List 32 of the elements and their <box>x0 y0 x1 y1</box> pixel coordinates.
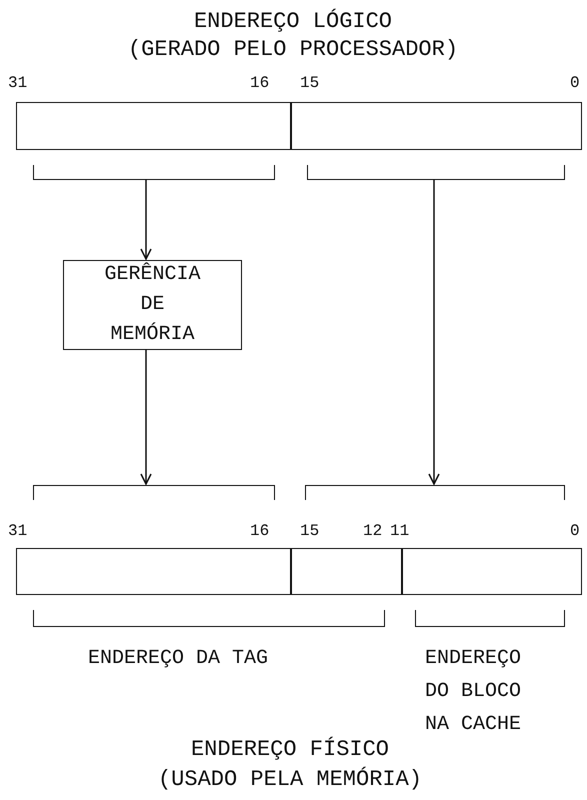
bit-field <box>16 102 292 150</box>
register-title: ENDEREÇO LÓGICO <box>192 8 394 36</box>
bit-field <box>290 548 403 595</box>
bit-number: 0 <box>570 522 580 540</box>
register-title: (USADO PELA MEMÓRIA) <box>156 766 424 794</box>
bit-number: 31 <box>8 522 28 540</box>
bit-number: 12 <box>363 522 382 540</box>
box-label: GERÊNCIA DE MEMÓRIA <box>103 261 202 348</box>
bracket <box>33 485 275 500</box>
bracket <box>307 165 565 180</box>
bit-field <box>290 102 582 150</box>
bit-field <box>16 548 292 595</box>
bit-number: 11 <box>390 522 410 540</box>
register-title: (GERADO PELO PROCESSADOR) <box>126 36 460 64</box>
bit-field <box>401 548 582 595</box>
bit-number: 16 <box>250 522 270 540</box>
bit-number: 0 <box>570 74 580 92</box>
arrow <box>140 350 152 485</box>
bracket <box>33 165 275 180</box>
process-box <box>63 260 242 350</box>
bracket <box>33 610 385 627</box>
bracket <box>415 610 565 627</box>
bit-number: 15 <box>300 522 320 540</box>
bit-number: 15 <box>300 74 320 92</box>
field-label: ENDEREÇO DA TAG <box>88 646 268 672</box>
field-label: ENDEREÇO DO BLOCO NA CACHE <box>425 646 522 738</box>
bit-number: 16 <box>250 74 270 92</box>
bit-number: 31 <box>8 74 28 92</box>
arrow <box>428 180 440 485</box>
register-title: ENDEREÇO FÍSICO <box>190 736 390 764</box>
bracket <box>305 485 565 500</box>
arrow <box>140 180 152 260</box>
